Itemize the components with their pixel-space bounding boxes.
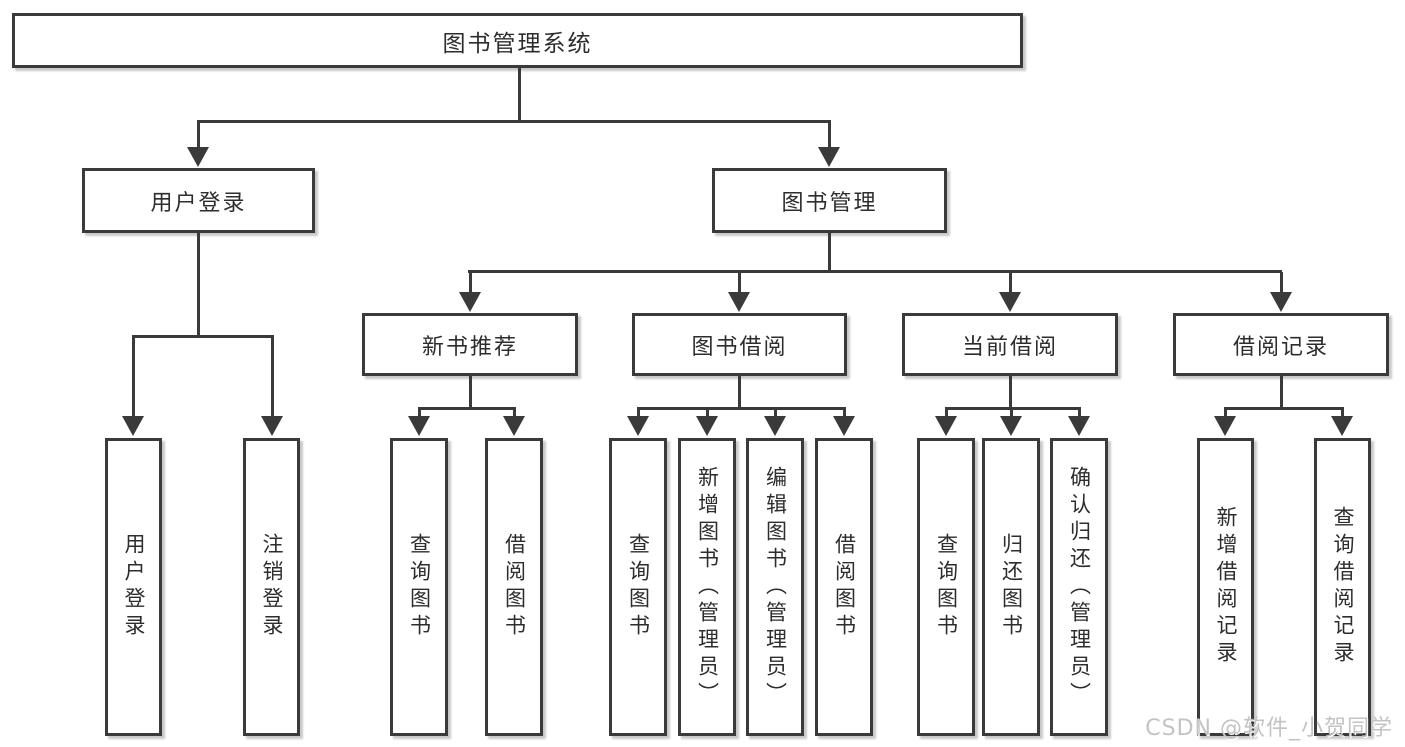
- node-new-book-recommend-label: 新书推荐: [421, 334, 518, 360]
- arrow-down: [1270, 272, 1292, 312]
- connector-line: [197, 233, 200, 338]
- connector-line: [197, 120, 831, 123]
- leaf-current-query-books-label: 查询图书: [934, 533, 959, 641]
- leaf-add-borrow-record: 新增借阅记录: [1197, 438, 1254, 736]
- leaf-logout: 注销登录: [243, 438, 300, 736]
- connector-line: [1009, 376, 1012, 410]
- connector-line: [1224, 407, 1344, 410]
- leaf-logout-label: 注销登录: [260, 533, 284, 641]
- node-current-borrow: 当前借阅: [902, 313, 1118, 376]
- connector-line: [828, 233, 831, 273]
- leaf-recommend-query-books-label: 查询图书: [407, 533, 432, 641]
- leaf-user-login: 用户登录: [105, 438, 162, 736]
- node-borrow-record-label: 借阅记录: [1232, 334, 1329, 360]
- node-user-login-label: 用户登录: [150, 190, 247, 216]
- node-book-borrow-label: 图书借阅: [691, 334, 788, 360]
- arrow-down: [728, 272, 750, 312]
- node-book-management: 图书管理: [712, 168, 947, 233]
- connector-line: [738, 376, 741, 410]
- connector-line: [468, 270, 1282, 273]
- node-book-management-label: 图书管理: [781, 190, 878, 216]
- arrow-down: [627, 409, 649, 436]
- leaf-add-books-admin: 新增图书（管理员）: [678, 438, 736, 736]
- arrow-down: [764, 409, 786, 436]
- leaf-query-borrow-record: 查询借阅记录: [1314, 438, 1371, 736]
- leaf-confirm-return-admin-label: 确认归还（管理员）: [1067, 465, 1092, 709]
- leaf-recommend-borrow-books: 借阅图书: [485, 438, 543, 736]
- arrow-down: [122, 336, 144, 436]
- leaf-query-borrow-record-label: 查询借阅记录: [1331, 506, 1355, 668]
- connector-line: [518, 68, 521, 123]
- arrow-down: [187, 121, 209, 167]
- node-book-borrow: 图书借阅: [632, 313, 847, 376]
- connector-line: [1280, 376, 1283, 410]
- arrow-down: [999, 272, 1021, 312]
- node-new-book-recommend: 新书推荐: [362, 313, 578, 376]
- arrow-down: [696, 409, 718, 436]
- node-root: 图书管理系统: [12, 13, 1023, 68]
- leaf-borrow-query-books-label: 查询图书: [626, 533, 651, 641]
- node-root-label: 图书管理系统: [442, 30, 593, 57]
- arrow-down: [818, 121, 840, 167]
- arrow-down: [1214, 409, 1236, 436]
- leaf-borrow-books: 借阅图书: [815, 438, 873, 736]
- node-current-borrow-label: 当前借阅: [961, 334, 1058, 360]
- leaf-recommend-query-books: 查询图书: [390, 438, 448, 736]
- leaf-add-borrow-record-label: 新增借阅记录: [1214, 506, 1238, 668]
- leaf-current-query-books: 查询图书: [917, 438, 975, 736]
- leaf-edit-books-admin-label: 编辑图书（管理员）: [763, 465, 788, 709]
- arrow-down: [503, 409, 525, 436]
- arrow-down: [459, 272, 481, 312]
- node-user-login: 用户登录: [82, 168, 315, 233]
- leaf-return-books: 归还图书: [982, 438, 1040, 736]
- csdn-watermark: CSDN @软件_小贺同学: [1145, 716, 1393, 741]
- leaf-add-books-admin-label: 新增图书（管理员）: [695, 465, 720, 709]
- arrow-down: [935, 409, 957, 436]
- arrow-down: [1068, 409, 1090, 436]
- arrow-down: [1331, 409, 1353, 436]
- leaf-borrow-query-books: 查询图书: [609, 438, 667, 736]
- connector-line: [469, 376, 472, 410]
- arrow-down: [1000, 409, 1022, 436]
- leaf-return-books-label: 归还图书: [999, 533, 1024, 641]
- leaf-confirm-return-admin: 确认归还（管理员）: [1050, 438, 1108, 736]
- arrow-down: [261, 336, 283, 436]
- connector-line: [418, 407, 516, 410]
- arrow-down: [408, 409, 430, 436]
- leaf-borrow-books-label: 借阅图书: [832, 533, 857, 641]
- arrow-down: [833, 409, 855, 436]
- leaf-edit-books-admin: 编辑图书（管理员）: [746, 438, 804, 736]
- connector-line: [945, 407, 1081, 410]
- leaf-recommend-borrow-books-label: 借阅图书: [502, 533, 527, 641]
- connector-line: [637, 407, 846, 410]
- node-borrow-record: 借阅记录: [1173, 313, 1389, 376]
- connector-line: [132, 335, 274, 338]
- leaf-user-login-label: 用户登录: [122, 533, 146, 641]
